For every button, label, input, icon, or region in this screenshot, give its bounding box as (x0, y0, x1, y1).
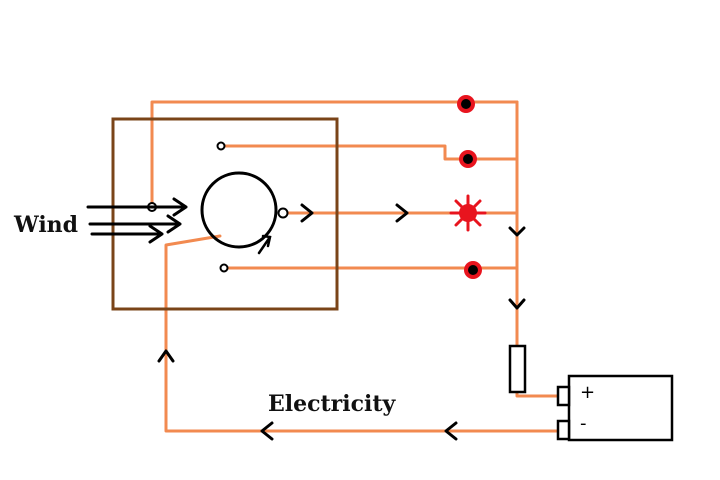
terminal-top (216, 141, 226, 151)
battery-plus-label: + (580, 382, 595, 403)
wire-return (164, 234, 562, 433)
chevron-arrow-icon (300, 203, 314, 223)
bulbs (449, 95, 487, 279)
generator-rotor-icon (200, 171, 278, 255)
wire-to-battery-plus (515, 391, 562, 398)
circuit-wires (150, 100, 562, 433)
chevron-arrow-icon (395, 203, 409, 223)
bulb-icon (459, 150, 477, 168)
current-direction-arrows (157, 203, 526, 441)
terminal-right (277, 207, 289, 219)
wire-second (220, 144, 519, 161)
wire-top (150, 100, 519, 209)
chevron-arrow-icon (508, 298, 526, 310)
battery-minus-label: - (580, 413, 587, 434)
lit-bulb-icon (449, 194, 487, 232)
wind-label: Wind (13, 212, 78, 238)
chevron-arrow-icon (157, 349, 175, 363)
bulb-icon (464, 261, 482, 279)
terminal-bottom (219, 263, 229, 273)
chevron-arrow-icon (444, 421, 458, 441)
resistor-icon (508, 344, 527, 394)
rotor-rotation-arrow-icon (257, 234, 272, 255)
battery-minus-terminal (556, 419, 571, 441)
chevron-arrow-icon (260, 421, 274, 441)
wind-arrow-icon (86, 197, 188, 244)
bulb-icon (457, 95, 475, 113)
generator-housing (111, 117, 339, 311)
battery-icon (556, 374, 674, 442)
battery-plus-terminal (556, 385, 571, 407)
chevron-arrow-icon (508, 226, 526, 237)
electricity-label: Electricity (268, 391, 397, 417)
